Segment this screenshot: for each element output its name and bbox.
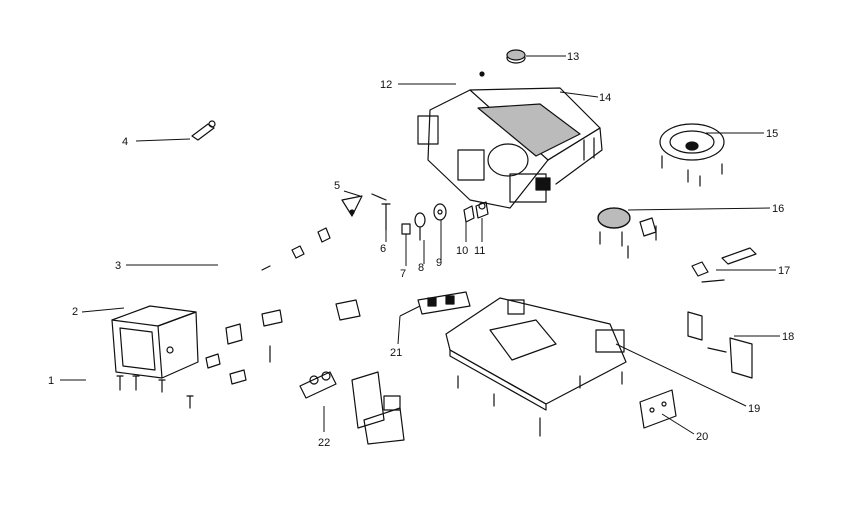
callout-5: 5 <box>334 180 340 192</box>
part-6-pin <box>381 203 391 231</box>
part-20-plate <box>639 389 677 429</box>
callout-14: 14 <box>599 92 611 104</box>
part-4-shaft <box>191 120 216 141</box>
callout-13: 13 <box>567 51 579 63</box>
callout-3: 3 <box>115 260 121 272</box>
part-13-cap <box>506 49 526 64</box>
part-19-base-chassis <box>445 297 627 437</box>
callout-15: 15 <box>766 128 778 140</box>
part-16-motor <box>597 207 657 259</box>
callout-22: 22 <box>318 437 330 449</box>
callout-17: 17 <box>778 265 790 277</box>
part-22-coils <box>205 309 405 445</box>
callout-16: 16 <box>772 203 784 215</box>
callout-12: 12 <box>380 79 392 91</box>
part-21-board <box>335 291 471 321</box>
callout-labels: 1 2 3 4 5 6 7 8 9 10 11 12 13 14 15 16 1… <box>48 51 794 449</box>
part-10-component <box>463 205 475 223</box>
part-14-top-chassis <box>417 71 603 209</box>
callout-10: 10 <box>456 245 468 257</box>
callout-9: 9 <box>436 257 442 269</box>
callout-20: 20 <box>696 431 708 443</box>
callout-19: 19 <box>748 403 760 415</box>
part-2-screen-frame <box>111 305 199 379</box>
part-5-screws <box>341 193 387 217</box>
part-1-screws <box>116 375 194 409</box>
part-11-component <box>475 201 489 219</box>
part-17-connector <box>691 247 757 283</box>
part-9-component <box>433 203 447 221</box>
part-7-component <box>401 223 411 235</box>
callout-7: 7 <box>400 268 406 280</box>
part-3-hardware <box>261 227 331 271</box>
callout-18: 18 <box>782 331 794 343</box>
part-8-component <box>414 212 426 241</box>
callout-4: 4 <box>122 136 128 148</box>
part-18-bracket <box>687 311 753 379</box>
part-15-speaker <box>659 123 725 187</box>
leader-lines <box>60 55 780 435</box>
callout-1: 1 <box>48 375 54 387</box>
callout-2: 2 <box>72 306 78 318</box>
callout-8: 8 <box>418 262 424 274</box>
callout-21: 21 <box>390 347 402 359</box>
callout-6: 6 <box>380 243 386 255</box>
callout-11: 11 <box>474 245 485 257</box>
